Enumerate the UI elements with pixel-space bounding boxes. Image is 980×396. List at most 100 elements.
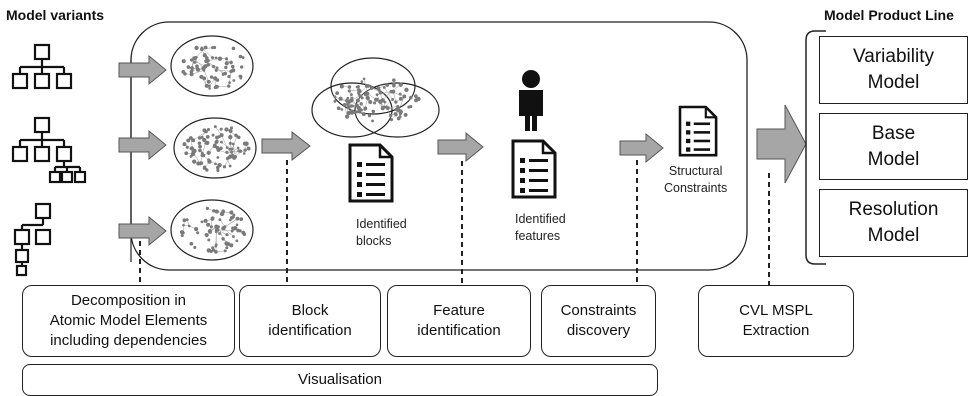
graph-node — [215, 139, 219, 144]
graph-node — [385, 105, 390, 110]
graph-node — [222, 165, 227, 169]
graph-node — [230, 126, 234, 130]
graph-node — [238, 229, 242, 233]
graph-node — [388, 113, 393, 118]
graph-node — [241, 230, 246, 235]
graph-edge — [196, 47, 206, 58]
graph-node — [357, 93, 361, 96]
graph-node — [189, 72, 194, 77]
graph-node — [193, 60, 197, 64]
tree-diagram-icon — [11, 43, 73, 90]
network-graph-icon — [333, 77, 421, 123]
graph-node — [202, 76, 207, 81]
graph-node — [201, 153, 206, 158]
dashed-connector — [139, 160, 770, 285]
graph-node — [395, 108, 399, 112]
graph-node — [207, 229, 213, 234]
graph-node — [206, 128, 211, 132]
graph-node — [214, 68, 218, 72]
graph-node — [221, 237, 225, 241]
graph-node — [238, 149, 243, 153]
graph-node — [227, 74, 231, 79]
graph-node — [346, 100, 351, 105]
graph-node — [204, 232, 209, 238]
graph-edge — [233, 143, 236, 157]
graph-node — [218, 218, 222, 222]
graph-node — [398, 92, 402, 96]
graph-edge — [221, 135, 228, 148]
arrow — [619, 132, 664, 164]
document-list-icon — [348, 143, 394, 203]
graph-edge — [360, 87, 372, 97]
graph-node — [192, 148, 197, 154]
graph-node — [346, 105, 351, 109]
graph-node — [381, 98, 385, 102]
step-constraints-discovery: Constraints discovery — [541, 285, 656, 357]
graph-edge — [191, 70, 205, 75]
graph-node — [229, 60, 233, 65]
step-cvl-mspl-extraction: CVL MSPL Extraction — [698, 285, 854, 357]
graph-node — [338, 96, 343, 101]
big-arrow — [756, 104, 807, 184]
graph-node — [203, 64, 208, 69]
graph-node — [366, 83, 371, 88]
graph-node — [211, 46, 215, 50]
graph-node — [227, 84, 231, 88]
graph-node — [190, 69, 194, 73]
graph-node — [229, 243, 234, 248]
base-model-box: Base Model — [819, 113, 968, 180]
graph-node — [221, 72, 225, 76]
step-cvl-mspl-extraction-label: CVL MSPL Extraction — [739, 302, 813, 339]
graph-node — [200, 135, 204, 139]
step-block-identification-label: Block identification — [268, 302, 352, 339]
graph-node — [363, 92, 368, 97]
graph-node — [239, 76, 243, 80]
graph-node — [219, 146, 223, 151]
graph-edge — [398, 96, 405, 111]
graph-node — [205, 168, 209, 172]
graph-node — [182, 218, 187, 223]
graph-node — [202, 53, 207, 58]
graph-node — [241, 56, 245, 59]
graph-node — [230, 150, 234, 154]
graph-node — [368, 99, 373, 105]
graph-node — [243, 148, 247, 152]
graph-node — [225, 243, 229, 247]
graph-node — [212, 209, 216, 213]
graph-node — [396, 105, 400, 109]
graph-node — [239, 217, 244, 222]
graph-node — [398, 82, 403, 87]
graph-node — [349, 109, 354, 113]
graph-node — [211, 133, 215, 137]
graph-node — [194, 227, 199, 232]
graph-node — [362, 77, 366, 81]
graph-node — [416, 96, 421, 102]
graph-node — [376, 86, 381, 90]
graph-node — [398, 115, 402, 119]
graph-node — [198, 162, 202, 166]
graph-node — [215, 145, 220, 150]
graph-node — [367, 114, 372, 118]
graph-node — [223, 249, 227, 253]
graph-node — [215, 66, 219, 69]
graph-node — [404, 87, 409, 93]
graph-node — [333, 95, 337, 99]
graph-node — [229, 210, 234, 215]
identified-features-label: Identified features — [515, 212, 566, 243]
graph-edge — [183, 220, 185, 233]
graph-node — [344, 114, 350, 119]
product-line-heading: Model Product Line — [824, 7, 954, 23]
graph-node — [360, 80, 364, 83]
graph-node — [218, 232, 222, 236]
step-feature-identification-label: Feature identification — [417, 302, 501, 339]
graph-node — [214, 230, 218, 234]
graph-node — [350, 96, 354, 100]
graph-node — [356, 85, 360, 89]
graph-node — [214, 250, 218, 254]
graph-node — [185, 145, 189, 149]
graph-node — [356, 105, 361, 110]
graph-node — [221, 226, 226, 231]
graph-node — [186, 138, 191, 143]
visualisation-label: Visualisation — [298, 371, 382, 388]
graph-node — [186, 65, 191, 69]
